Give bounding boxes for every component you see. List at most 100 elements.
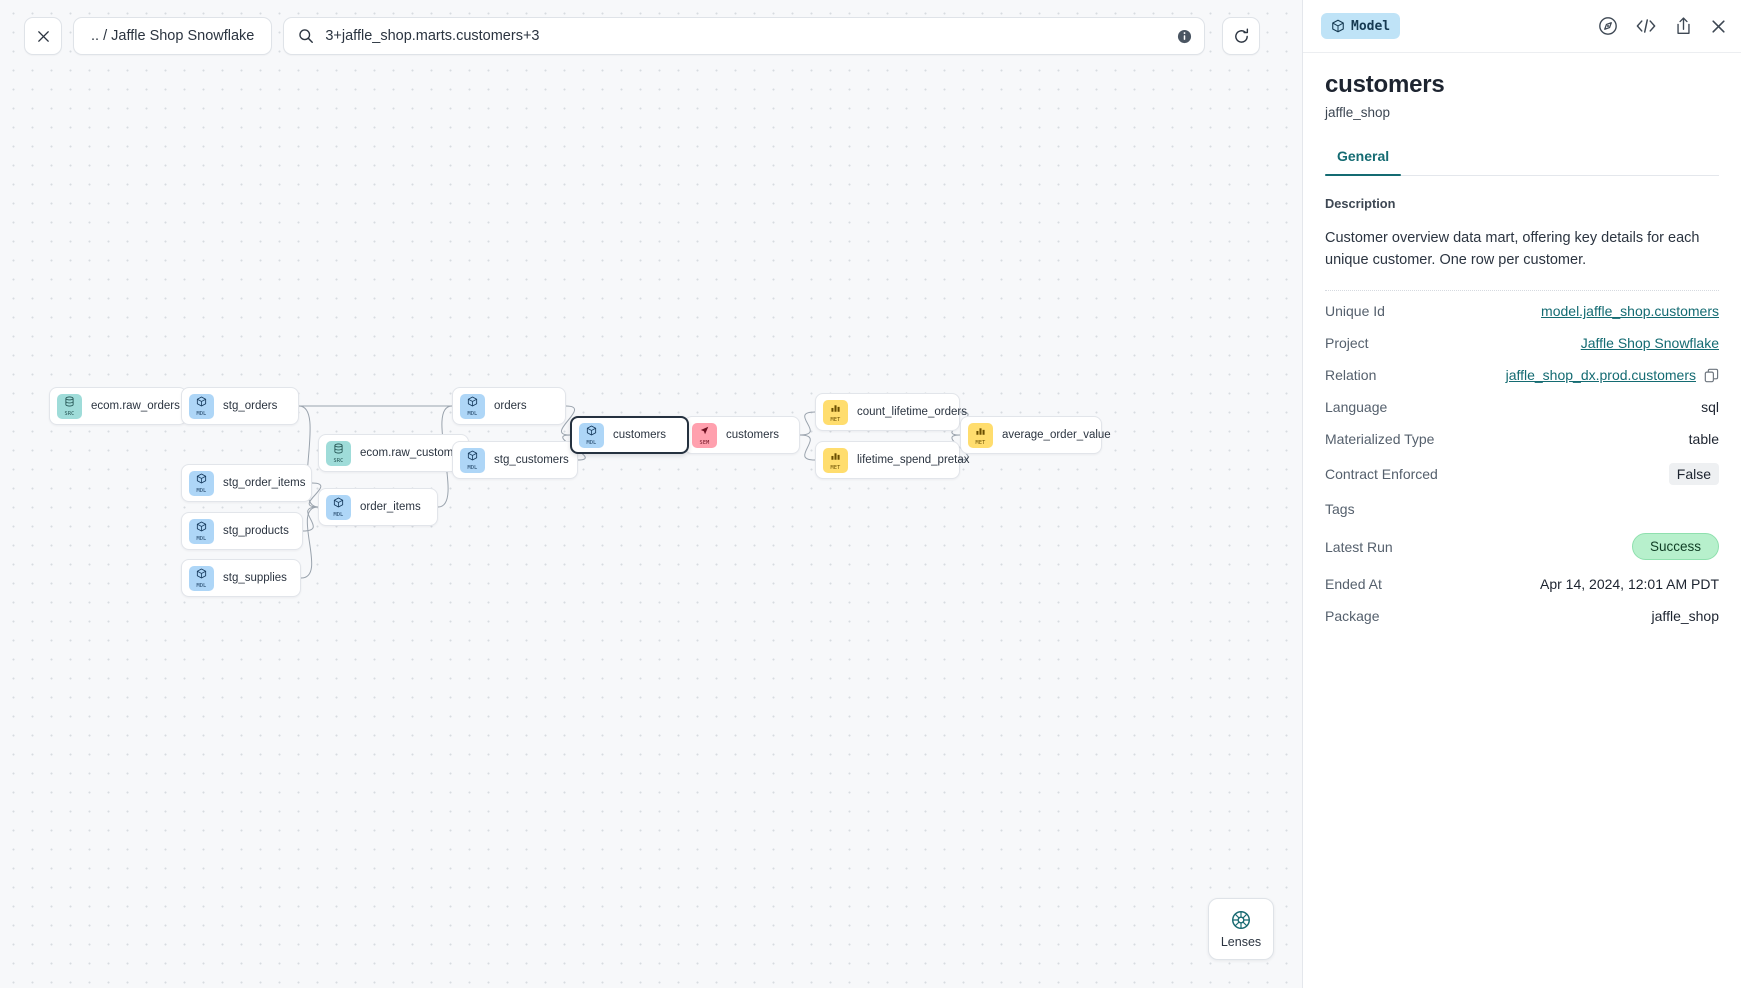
divider bbox=[1325, 290, 1719, 291]
refresh-icon bbox=[1235, 28, 1248, 43]
search-input[interactable] bbox=[325, 28, 1167, 44]
mdl-badge-icon: MDL bbox=[460, 447, 485, 473]
field-value: jaffle_shop bbox=[1652, 608, 1719, 624]
close-button[interactable] bbox=[24, 17, 62, 55]
edge-customers_semantic-to-count_lifetime_orders bbox=[799, 411, 816, 436]
field-key: Materialized Type bbox=[1325, 431, 1435, 447]
field-row: Language sql bbox=[1325, 391, 1719, 423]
graph-node-count_lifetime_orders[interactable]: MET count_lifetime_orders bbox=[815, 393, 967, 431]
entity-type-chip[interactable]: Model bbox=[1321, 13, 1401, 39]
breadcrumb-label: .. / Jaffle Shop Snowflake bbox=[91, 28, 255, 44]
src-badge-icon: SRC bbox=[326, 440, 351, 466]
field-value: Jaffle Shop Snowflake bbox=[1581, 335, 1719, 351]
panel-body: Description Customer overview data mart,… bbox=[1303, 176, 1741, 988]
badge-label: MDL bbox=[333, 511, 344, 518]
graph-node-stg_supplies[interactable]: MDL stg_supplies bbox=[181, 559, 301, 597]
field-key: Latest Run bbox=[1325, 538, 1393, 555]
graph-node-stg_order_items[interactable]: MDL stg_order_items bbox=[181, 464, 312, 502]
entity-header: customers jaffle_shop bbox=[1303, 53, 1741, 120]
explore-icon[interactable] bbox=[1598, 16, 1618, 36]
close-icon[interactable] bbox=[1710, 18, 1727, 35]
field-key: Tags bbox=[1325, 501, 1355, 517]
graph-toolbar: .. / Jaffle Shop Snowflake bbox=[24, 17, 1261, 55]
badge-label: MDL bbox=[196, 410, 207, 417]
node-label: stg_supplies bbox=[223, 572, 287, 584]
info-icon[interactable] bbox=[1177, 29, 1192, 44]
share-icon[interactable] bbox=[1674, 16, 1693, 36]
field-value: sql bbox=[1701, 399, 1719, 415]
node-label: customers bbox=[613, 429, 667, 441]
field-value: jaffle_shop_dx.prod.customers bbox=[1506, 367, 1719, 383]
field-row: Materialized Type table bbox=[1325, 423, 1719, 455]
mdl-badge-icon: MDL bbox=[189, 470, 214, 496]
field-text: jaffle_shop bbox=[1651, 608, 1719, 624]
field-row: Latest Run Success bbox=[1325, 525, 1719, 568]
field-row: Ended At Apr 14, 2024, 12:01 AM PDT bbox=[1325, 568, 1719, 600]
graph-node-stg_customers[interactable]: MDL stg_customers bbox=[452, 441, 578, 479]
badge-label: MDL bbox=[196, 582, 207, 589]
field-key: Language bbox=[1325, 399, 1388, 415]
node-label: lifetime_spend_pretax bbox=[857, 454, 970, 466]
copy-icon[interactable] bbox=[1704, 368, 1719, 383]
cube-icon bbox=[1332, 19, 1344, 33]
entity-subtitle: jaffle_shop bbox=[1325, 105, 1391, 120]
search-icon bbox=[299, 29, 314, 43]
mdl-badge-icon: MDL bbox=[460, 393, 485, 419]
panel-tabs: General bbox=[1325, 148, 1719, 176]
tab-general[interactable]: General bbox=[1325, 148, 1402, 176]
field-row: Tags bbox=[1325, 493, 1719, 525]
badge-label: MET bbox=[830, 416, 841, 423]
entity-type-label: Model bbox=[1351, 18, 1391, 34]
breadcrumb[interactable]: .. / Jaffle Shop Snowflake bbox=[73, 17, 273, 55]
mdl-badge-icon: MDL bbox=[326, 494, 351, 520]
field-link[interactable]: Jaffle Shop Snowflake bbox=[1580, 335, 1719, 351]
field-value: model.jaffle_shop.customers bbox=[1541, 303, 1719, 319]
edge-stg_products-to-order_items bbox=[302, 506, 319, 532]
field-key: Project bbox=[1325, 335, 1369, 351]
badge-label: MDL bbox=[196, 535, 207, 542]
node-label: stg_customers bbox=[494, 454, 569, 466]
code-icon[interactable] bbox=[1635, 17, 1657, 35]
description-label: Description bbox=[1325, 196, 1396, 211]
lineage-canvas[interactable]: .. / Jaffle Shop Snowflake bbox=[0, 0, 1302, 988]
field-text: Apr 14, 2024, 12:01 AM PDT bbox=[1540, 576, 1719, 592]
field-link[interactable]: model.jaffle_shop.customers bbox=[1541, 303, 1719, 319]
lenses-button[interactable]: Lenses bbox=[1208, 898, 1274, 960]
refresh-button[interactable] bbox=[1222, 17, 1261, 55]
field-text: sql bbox=[1701, 399, 1719, 415]
field-value: Success bbox=[1631, 533, 1719, 560]
search-bar[interactable] bbox=[283, 17, 1206, 55]
field-value: table bbox=[1689, 431, 1719, 447]
field-key: Unique Id bbox=[1325, 303, 1385, 319]
edge-customers_semantic-to-lifetime_spend_pretax bbox=[799, 434, 816, 461]
node-label: count_lifetime_orders bbox=[857, 406, 967, 418]
src-badge-icon: SRC bbox=[57, 393, 82, 419]
sem-badge-icon: SEM bbox=[692, 422, 717, 448]
field-value: False bbox=[1668, 463, 1719, 485]
node-label: stg_order_items bbox=[223, 477, 306, 489]
page-title: customers bbox=[1325, 71, 1445, 98]
field-row: Relation jaffle_shop_dx.prod.customers bbox=[1325, 359, 1719, 391]
field-key: Relation bbox=[1325, 367, 1377, 383]
edge-stg_supplies-to-order_items bbox=[300, 506, 319, 579]
field-link[interactable]: jaffle_shop_dx.prod.customers bbox=[1505, 367, 1696, 383]
node-label: average_order_value bbox=[1002, 429, 1111, 441]
graph-node-lifetime_spend_pretax[interactable]: MET lifetime_spend_pretax bbox=[815, 441, 970, 479]
badge-label: MET bbox=[830, 464, 841, 471]
node-label: ecom.raw_orders bbox=[91, 400, 180, 412]
close-icon bbox=[37, 30, 49, 42]
graph-node-ecom_raw_orders[interactable]: SRC ecom.raw_orders bbox=[49, 387, 187, 425]
panel-header: Model bbox=[1303, 0, 1741, 53]
field-key: Ended At bbox=[1325, 576, 1382, 592]
